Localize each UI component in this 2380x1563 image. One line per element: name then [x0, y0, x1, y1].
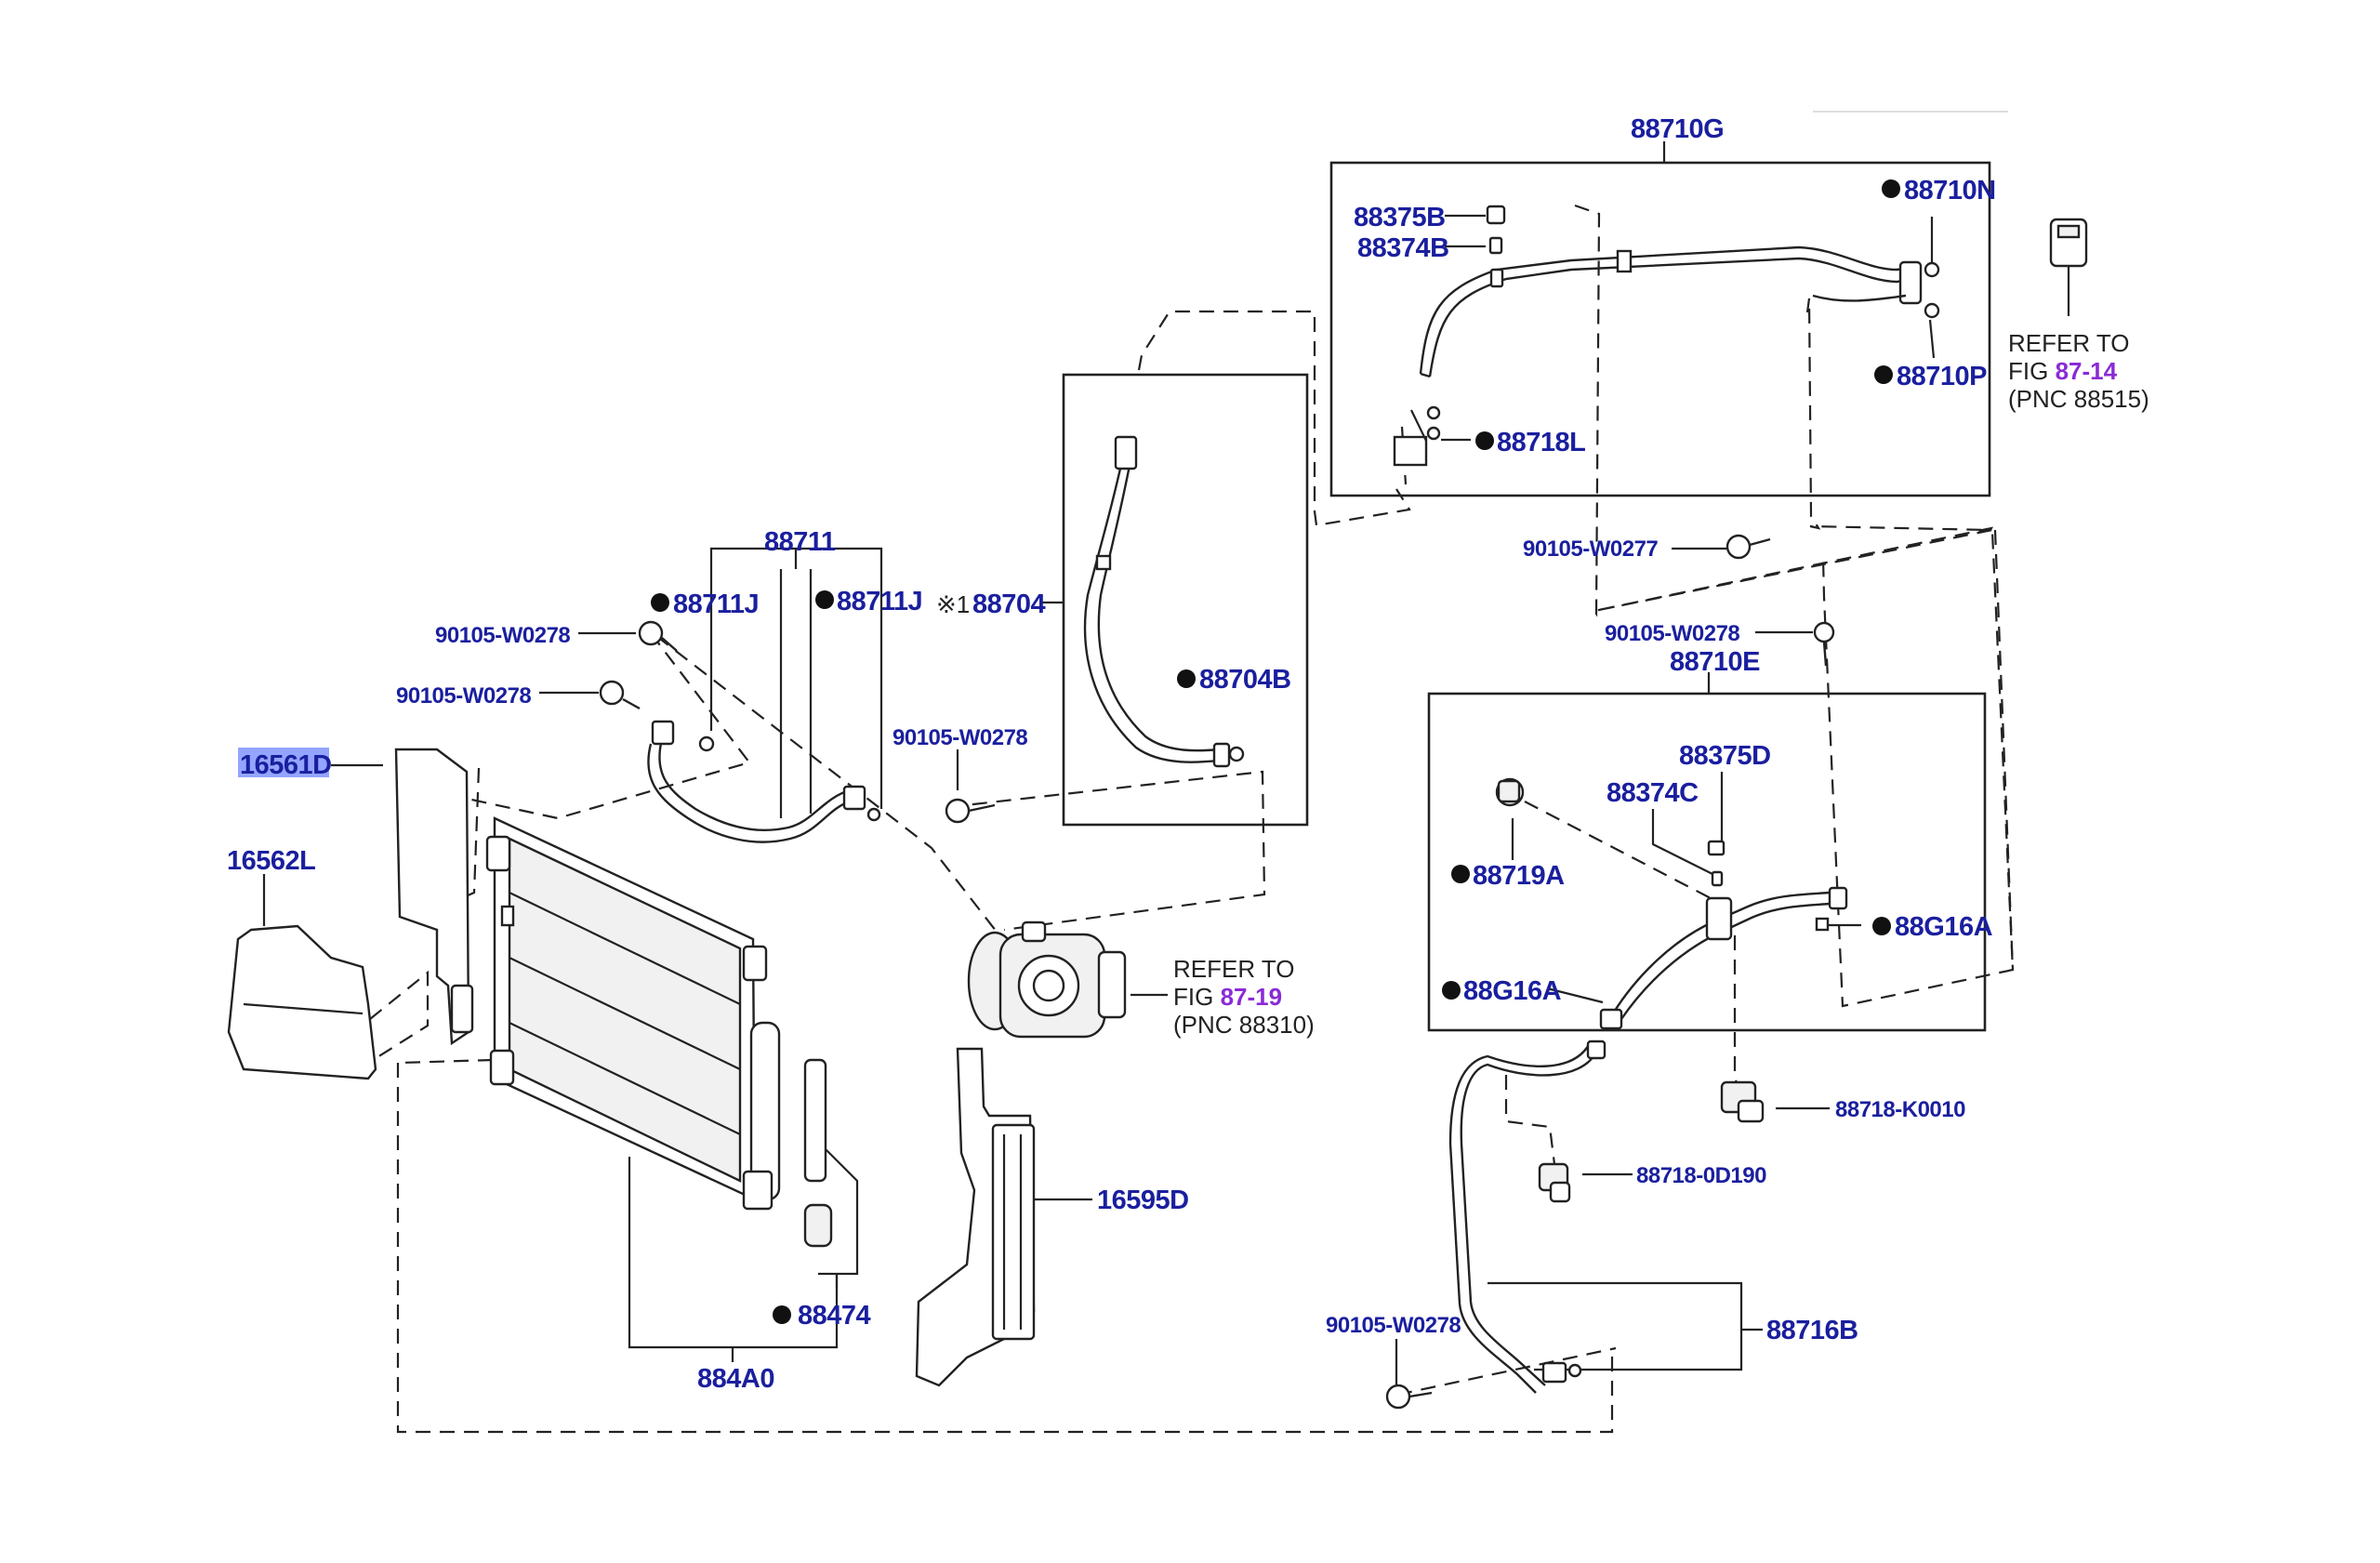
label-16561D[interactable]: 16561D [240, 750, 332, 780]
label-88710G[interactable]: 88710G [1631, 114, 1725, 144]
dashed-link-88716B [1396, 1346, 1617, 1397]
box-88710G [1329, 161, 1991, 497]
label-88474[interactable]: 88474 [798, 1301, 871, 1331]
label-88704[interactable]: 88704 [972, 589, 1046, 619]
hose-88704 [1083, 435, 1245, 768]
dashed-link-bolt-88711 [462, 632, 751, 820]
dashed-link-radiator-side [456, 767, 481, 902]
dashed-link-lower-loop [396, 1063, 1614, 1434]
dashed-link-88710G-to-88710E [1574, 204, 1601, 617]
hose-88711 [647, 720, 881, 843]
label-88711J-right[interactable]: 88711J [837, 587, 923, 616]
seal-16595D [915, 1047, 1036, 1387]
label-88G16A-left[interactable]: 88G16A [1463, 976, 1562, 1006]
dashed-link-88718 [1733, 935, 1739, 1084]
label-90105-W0278-e[interactable]: 90105-W0278 [1326, 1313, 1461, 1338]
bolt-90105-W0277 [1726, 534, 1771, 560]
label-88704B[interactable]: 88704B [1199, 665, 1291, 695]
svg-text:FIG 87-14: FIG 87-14 [2008, 357, 2118, 385]
dashed-link-hose-88711 [655, 635, 1000, 936]
label-88711[interactable]: 88711 [764, 527, 836, 557]
label-88718L[interactable]: 88718L [1497, 428, 1586, 457]
reference-note-87-19: REFER TO FIG 87-19 (PNC 88310) [1173, 955, 1315, 1039]
label-88374B[interactable]: 88374B [1357, 233, 1449, 263]
label-88375D[interactable]: 88375D [1679, 741, 1771, 771]
seal-16561D [394, 748, 474, 1046]
label-90105-W0277[interactable]: 90105-W0277 [1523, 536, 1659, 562]
label-88711J-left[interactable]: 88711J [673, 589, 760, 619]
dashed-link-88719A [1524, 801, 1712, 899]
link-fig-87-14[interactable]: 87-14 [2056, 357, 2118, 385]
label-88704-prefix: ※1 [936, 590, 970, 618]
bolt-90105-W0278-e [1385, 1384, 1433, 1410]
label-88718-K0010[interactable]: 88718-K0010 [1835, 1097, 1966, 1122]
dryer-88474 [803, 1058, 833, 1248]
label-90105-W0278-a[interactable]: 90105-W0278 [435, 623, 571, 648]
label-88710E[interactable]: 88710E [1670, 647, 1761, 677]
receiver-fitting-part [2049, 218, 2088, 316]
svg-text:FIG 87-19: FIG 87-19 [1173, 983, 1282, 1011]
label-16595D[interactable]: 16595D [1097, 1185, 1189, 1215]
sensor-88718-0D190 [1538, 1162, 1571, 1203]
label-88374C[interactable]: 88374C [1606, 778, 1699, 808]
seal-16562L [227, 924, 377, 1080]
dashed-link-88704-to-88710G [1137, 310, 1411, 527]
box-88710E [1427, 692, 1987, 1032]
label-90105-W0278-c[interactable]: 90105-W0278 [892, 725, 1028, 750]
pipe-88710E [1495, 777, 1848, 1030]
dashed-link-right-loop [1593, 298, 2015, 1008]
label-88716B[interactable]: 88716B [1766, 1316, 1858, 1345]
dashed-link-radiator-left [369, 970, 430, 1063]
label-88G16A-right[interactable]: 88G16A [1895, 912, 1993, 942]
bolt-90105-W0278-c [945, 798, 996, 824]
dashed-link-88710E-bottom [1993, 529, 2015, 971]
dashed-link-compressor-88704 [947, 770, 1266, 932]
sensor-88718-K0010 [1720, 1080, 1765, 1123]
label-88710N[interactable]: 88710N [1904, 176, 1996, 205]
bolt-90105-W0278-b [599, 680, 641, 710]
dashed-link-radiator-top [399, 1058, 494, 1065]
svg-text:(PNC 88515): (PNC 88515) [2008, 385, 2149, 413]
label-90105-W0278-d[interactable]: 90105-W0278 [1605, 621, 1740, 646]
label-88719A[interactable]: 88719A [1473, 861, 1566, 891]
label-884A0[interactable]: 884A0 [697, 1364, 774, 1394]
svg-text:REFER TO: REFER TO [1173, 955, 1295, 983]
pipe-88710G [1393, 205, 1940, 467]
box-88704 [1062, 373, 1309, 827]
link-fig-87-19[interactable]: 87-19 [1221, 983, 1283, 1011]
bolt-90105-W0278-d [1813, 621, 1835, 667]
label-88375B[interactable]: 88375B [1354, 203, 1446, 232]
dashed-link-88718-0D190 [1504, 1075, 1556, 1165]
selection-highlight [238, 748, 329, 777]
svg-text:(PNC 88310): (PNC 88310) [1173, 1011, 1315, 1039]
bolt-90105-W0278-a [638, 620, 678, 652]
reference-note-87-14: REFER TO FIG 87-14 (PNC 88515) [2008, 329, 2149, 413]
label-88718-0D190[interactable]: 88718-0D190 [1636, 1163, 1767, 1188]
pipe-88716B [1448, 1040, 1606, 1394]
label-88710P[interactable]: 88710P [1897, 362, 1988, 391]
label-90105-W0278-b[interactable]: 90105-W0278 [396, 683, 532, 709]
label-16562L[interactable]: 16562L [227, 846, 316, 876]
compressor-part [967, 921, 1127, 1039]
svg-text:REFER TO: REFER TO [2008, 329, 2130, 357]
condenser-884A0 [485, 816, 781, 1211]
